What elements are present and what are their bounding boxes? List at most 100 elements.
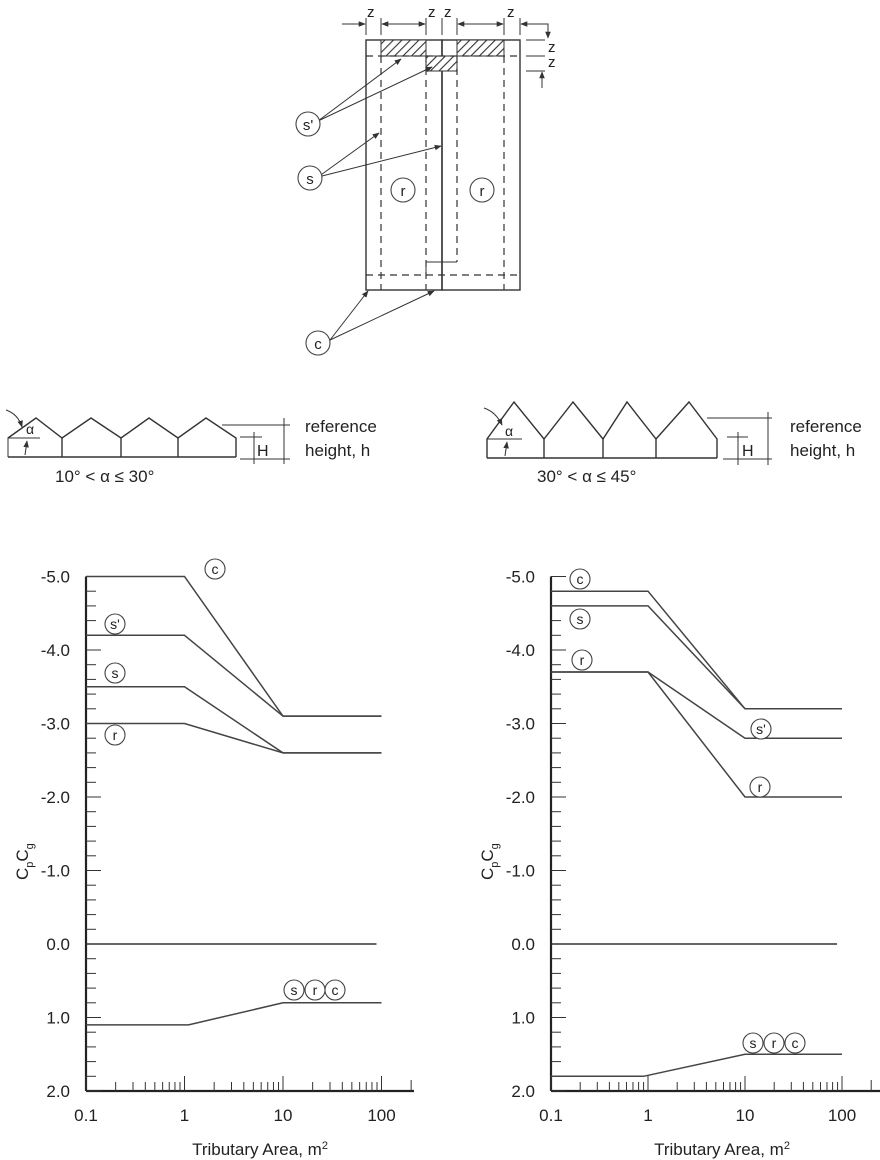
series-label: c — [204, 558, 226, 580]
series-line — [551, 1053, 842, 1078]
x-axis-label: Tributary Area, m2 — [192, 1140, 328, 1159]
svg-text:reference: reference — [790, 417, 862, 436]
roof-bay-right — [441, 39, 521, 291]
svg-text:α: α — [505, 423, 513, 439]
x-tick-label: 0.1 — [539, 1106, 563, 1125]
y-tick-label: -1.0 — [506, 862, 535, 881]
y-tick-label: -3.0 — [506, 715, 535, 734]
svg-text:r: r — [313, 982, 318, 998]
svg-text:z: z — [548, 54, 556, 71]
svg-text:c: c — [314, 336, 322, 353]
label-r-left: r — [390, 177, 416, 203]
svg-text:r: r — [758, 779, 763, 795]
reference-height-label: reference — [305, 417, 377, 436]
x-tick-label: 10 — [736, 1106, 755, 1125]
svg-text:s': s' — [756, 721, 766, 737]
series-line — [551, 671, 842, 798]
series-line — [86, 1002, 382, 1026]
label-s: s — [297, 165, 323, 191]
x-tick-label: 100 — [367, 1106, 395, 1125]
svg-text:r: r — [401, 183, 406, 200]
svg-text:s': s' — [303, 117, 314, 134]
y-tick-label: 0.0 — [511, 935, 535, 954]
y-tick-label: -1.0 — [41, 862, 70, 881]
series-label: r — [749, 776, 771, 798]
svg-text:height, h: height, h — [305, 441, 370, 460]
roof-plan-diagram: z z z z z z s' s r — [295, 4, 556, 356]
y-tick-label: -5.0 — [41, 568, 70, 587]
z-label: z — [367, 4, 375, 21]
svg-text:r: r — [113, 727, 118, 743]
series-label: c — [569, 568, 591, 590]
series-label: s' — [104, 613, 126, 635]
series-label: r — [763, 1032, 785, 1054]
x-tick-label: 100 — [828, 1106, 856, 1125]
roof-profile-low-slope: α H reference height, h 10° < α ≤ 30° — [5, 409, 377, 486]
series-line — [551, 605, 842, 710]
svg-text:c: c — [792, 1035, 799, 1051]
x-tick-label: 1 — [643, 1106, 652, 1125]
y-tick-label: -4.0 — [506, 641, 535, 660]
series-label: s' — [750, 718, 772, 740]
svg-text:r: r — [772, 1035, 777, 1051]
svg-text:H: H — [742, 443, 754, 460]
svg-text:r: r — [580, 652, 585, 668]
x-tick-label: 10 — [274, 1106, 293, 1125]
alpha-symbol: α — [26, 421, 34, 437]
svg-text:s: s — [750, 1035, 757, 1051]
y-tick-label: -2.0 — [506, 788, 535, 807]
x-tick-label: 1 — [180, 1106, 189, 1125]
y-tick-label: 1.0 — [511, 1009, 535, 1028]
label-s-prime: s' — [295, 111, 321, 137]
z-label: z — [428, 4, 436, 21]
svg-text:c: c — [577, 571, 584, 587]
svg-text:30° < α ≤ 45°: 30° < α ≤ 45° — [537, 467, 636, 486]
y-tick-label: 1.0 — [46, 1009, 70, 1028]
svg-text:s: s — [112, 665, 119, 681]
H-label: H — [257, 443, 269, 460]
x-axis-label: Tributary Area, m2 — [654, 1140, 790, 1159]
y-tick-label: 0.0 — [46, 935, 70, 954]
chart-steep-slope: -5.0 -4.0 -3.0 -2.0 -1.0 0.0 1.0 2.00.1 1 10 100Tr… — [478, 568, 880, 1159]
dimension-z-top: z z z z — [342, 4, 551, 39]
y-tick-label: 2.0 — [46, 1082, 70, 1101]
series-label: s — [283, 979, 305, 1001]
series-label: c — [324, 979, 346, 1001]
series-line — [86, 575, 382, 717]
y-tick-label: -3.0 — [41, 715, 70, 734]
series-line — [86, 634, 382, 717]
series-label: s — [104, 662, 126, 684]
y-tick-label: -4.0 — [41, 641, 70, 660]
series-line — [86, 686, 382, 754]
s-prime-zone-1 — [380, 39, 427, 57]
svg-text:height, h: height, h — [790, 441, 855, 460]
svg-text:s: s — [291, 982, 298, 998]
y-tick-label: 2.0 — [511, 1082, 535, 1101]
y-tick-label: -2.0 — [41, 788, 70, 807]
roof-bay-left — [365, 39, 443, 291]
series-label: s — [569, 608, 591, 630]
angle-range-label: 10° < α ≤ 30° — [55, 467, 154, 486]
svg-text:c: c — [212, 561, 219, 577]
svg-text:r: r — [480, 183, 485, 200]
chart-low-slope: -5.0 -4.0 -3.0 -2.0 -1.0 0.0 1.0 2.00.1 1 10 100Tr… — [13, 558, 414, 1159]
roof-profile-steep-slope: α H reference height, h 30° < α ≤ 45° — [483, 400, 862, 486]
svg-text:c: c — [332, 982, 339, 998]
svg-text:z: z — [548, 39, 556, 56]
series-label: r — [304, 979, 326, 1001]
label-c: c — [305, 330, 331, 356]
x-tick-label: 0.1 — [74, 1106, 98, 1125]
svg-text:s': s' — [110, 616, 120, 632]
svg-text:s: s — [577, 611, 584, 627]
series-label: s — [742, 1032, 764, 1054]
z-label: z — [444, 4, 452, 21]
y-axis-label: CpCg — [478, 843, 501, 880]
label-r-right: r — [469, 177, 495, 203]
series-label: r — [571, 649, 593, 671]
s-prime-zone-3 — [456, 39, 505, 57]
y-tick-label: -5.0 — [506, 568, 535, 587]
series-line — [551, 671, 842, 739]
dimension-z-right: z z — [526, 39, 556, 88]
svg-text:s: s — [306, 171, 314, 188]
